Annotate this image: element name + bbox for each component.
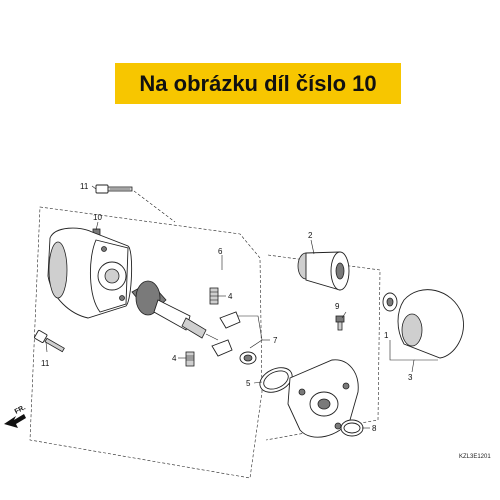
callout-5: 5 [246, 379, 251, 388]
highlight-banner: Na obrázku díl číslo 10 [115, 63, 401, 104]
washer[interactable] [239, 351, 257, 365]
callout-1: 1 [384, 331, 389, 340]
armature[interactable] [131, 280, 219, 341]
callout-4-lower: 4 [172, 354, 177, 363]
callout-leaders [45, 185, 438, 429]
callout-4-upper: 4 [228, 292, 233, 301]
starter-clutch-2[interactable] [297, 251, 350, 291]
o-ring-8[interactable] [340, 419, 364, 437]
bolt-11-top[interactable] [95, 184, 133, 194]
o-ring-5[interactable] [256, 363, 296, 397]
brush-7-upper[interactable] [219, 311, 241, 329]
rear-housing[interactable] [287, 359, 359, 438]
cover-3[interactable] [397, 289, 464, 359]
bushing-1[interactable] [382, 292, 398, 312]
banner-text: Na obrázku díl číslo 10 [139, 70, 377, 96]
callout-7: 7 [273, 336, 278, 345]
bolt-11-bottom[interactable] [34, 329, 65, 353]
callout-9: 9 [335, 302, 340, 311]
callout-6: 6 [218, 247, 223, 256]
callout-10: 10 [93, 213, 102, 222]
callout-8: 8 [372, 424, 377, 433]
spring-4-lower[interactable] [185, 351, 195, 367]
front-arrow-icon: FR. [4, 404, 27, 428]
callout-2: 2 [308, 231, 313, 240]
brush-7-lower[interactable] [211, 339, 233, 357]
motor-case[interactable] [47, 227, 133, 319]
screw-9[interactable] [335, 315, 345, 331]
callout-11-bottom: 11 [41, 359, 50, 368]
diagram-code: KZL3E1201 [459, 454, 491, 460]
spring-4-upper[interactable] [209, 287, 219, 305]
front-label: FR. [14, 404, 27, 416]
callout-3: 3 [408, 373, 413, 382]
callout-11-top: 11 [80, 182, 89, 191]
